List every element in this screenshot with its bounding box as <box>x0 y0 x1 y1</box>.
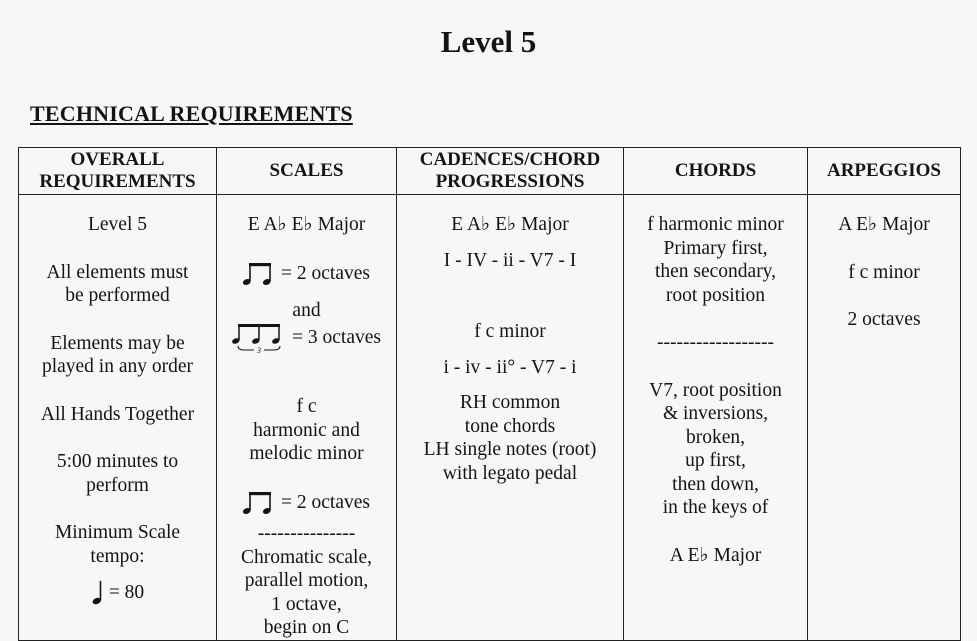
cadences-major-progression: I - IV - ii - V7 - I <box>443 249 577 271</box>
overall-order-2: played in any order <box>41 356 194 377</box>
scales-minor-1: harmonic and <box>253 419 360 441</box>
cadences-rh-2: tone chords <box>464 415 556 437</box>
header-chords: CHORDS <box>623 147 808 195</box>
quarter-note-icon <box>92 581 102 605</box>
overall-cell: Level 5 All elements must be performed E… <box>18 194 217 641</box>
chords-v7-5: then down, <box>672 473 759 495</box>
scales-major-keys: E A♭ E♭ Major <box>247 214 366 235</box>
overall-tempo-1: Minimum Scale <box>54 522 181 543</box>
overall-elements-2: be performed <box>65 285 170 306</box>
overall-time-2: perform <box>86 474 149 496</box>
cadences-minor-progression: i - iv - ii° - V7 - i <box>443 356 577 378</box>
cadences-lh-1: LH single notes (root) <box>423 439 597 460</box>
chords-keys: A E♭ Major <box>669 544 762 566</box>
cadences-minor-keys: f c minor <box>474 321 546 342</box>
scales-triplet-octaves: = 3 octaves <box>292 326 381 348</box>
chords-line-3: then secondary, <box>654 261 777 282</box>
page-title: Level 5 <box>440 24 537 59</box>
chords-v7-3: broken, <box>685 426 746 448</box>
chords-v7-2: & inversions, <box>662 403 769 424</box>
scales-divider: --------------- <box>257 523 356 544</box>
overall-tempo-2: tempo: <box>90 545 145 567</box>
overall-hands: All Hands Together <box>40 403 195 425</box>
overall-time-1: 5:00 minutes to <box>56 451 179 472</box>
header-overall: OVERALL REQUIREMENTS <box>18 147 217 195</box>
cadences-cell: E A♭ E♭ Major I - IV - ii - V7 - I f c m… <box>396 194 624 641</box>
scales-and: and <box>292 300 321 321</box>
requirements-table: OVERALL REQUIREMENTS SCALES CADENCES/CHO… <box>18 147 961 641</box>
svg-text:3: 3 <box>256 346 261 353</box>
scales-chromatic-2: parallel motion, <box>244 570 369 591</box>
beamed-eighth-notes-icon <box>243 491 272 514</box>
scales-minor-2: melodic minor <box>249 443 364 464</box>
header-arpeggios: ARPEGGIOS <box>807 147 961 195</box>
header-cadences: CADENCES/CHORD PROGRESSIONS <box>396 147 624 195</box>
scales-eighths-octaves: = 2 octaves <box>281 262 370 284</box>
arpeggios-minor-keys: f c minor <box>848 261 920 283</box>
scales-chromatic-1: Chromatic scale, <box>240 546 373 568</box>
chords-divider: ------------------ <box>657 332 774 353</box>
overall-elements-1: All elements must <box>46 261 189 283</box>
chords-line-2: Primary first, <box>663 237 768 259</box>
cadences-major-keys: E A♭ E♭ Major <box>451 214 569 235</box>
scales-chromatic-3: 1 octave, <box>271 593 342 615</box>
scales-minor-keys: f c <box>296 396 317 417</box>
chords-v7-1: V7, root position <box>649 379 782 401</box>
header-scales: SCALES <box>216 147 397 195</box>
chords-cell: f harmonic minor Primary first, then sec… <box>623 194 808 641</box>
scales-minor-eighths-octaves: = 2 octaves <box>281 491 370 513</box>
chords-v7-6: in the keys of <box>662 497 769 518</box>
arpeggios-octaves: 2 octaves <box>847 309 921 330</box>
overall-tempo-value: = 80 <box>108 582 145 604</box>
chords-v7-4: up first, <box>685 450 746 471</box>
content-row: Level 5 All elements must be performed E… <box>18 194 961 641</box>
overall-order-1: Elements may be <box>50 332 185 354</box>
cadences-lh-2: with legato pedal <box>442 462 578 484</box>
arpeggios-major-keys: A E♭ Major <box>838 214 930 235</box>
chords-line-1: f harmonic minor <box>647 214 784 235</box>
chords-line-4: root position <box>665 284 766 306</box>
section-heading: TECHNICAL REQUIREMENTS <box>30 101 353 126</box>
scales-chromatic-4: begin on C <box>263 617 350 638</box>
arpeggios-cell: A E♭ Major f c minor 2 octaves <box>807 194 961 641</box>
cadences-rh-1: RH common <box>459 392 561 413</box>
header-row: OVERALL REQUIREMENTS SCALES CADENCES/CHO… <box>18 147 961 195</box>
overall-level: Level 5 <box>87 214 147 235</box>
scales-cell: E A♭ E♭ Major = 2 octaves <box>216 194 397 641</box>
beamed-eighth-notes-icon <box>243 262 272 285</box>
eighth-note-triplet-icon: 3 <box>232 323 281 353</box>
